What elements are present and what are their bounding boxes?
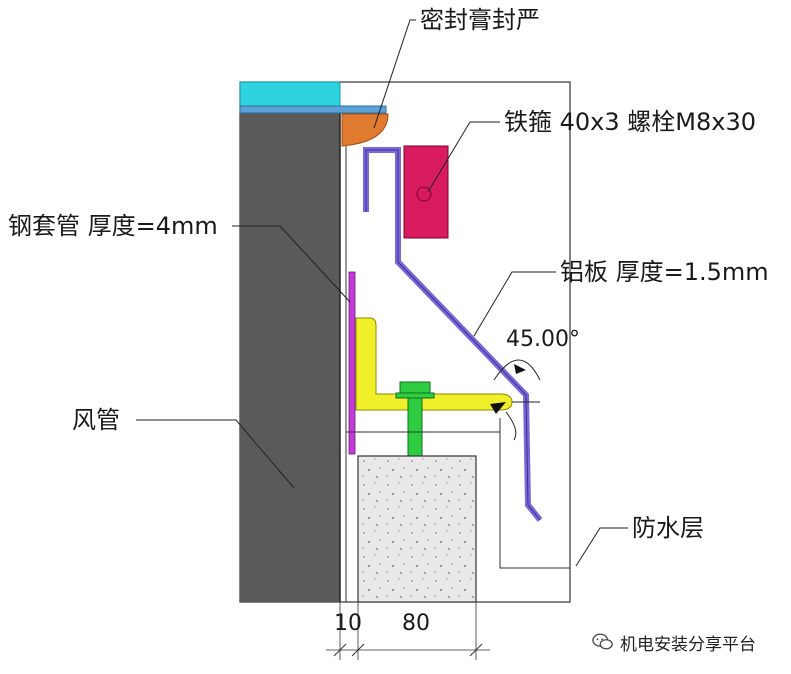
dim-tick-1 <box>333 643 347 657</box>
angle-arrow-upper <box>514 364 526 374</box>
wechat-icon <box>592 633 613 650</box>
label-waterproof: 防水层 <box>632 514 704 542</box>
label-angle: 45.00° <box>506 327 580 352</box>
dim-label-gap: 10 <box>334 611 362 636</box>
leader-sealant <box>373 19 416 129</box>
angle-arc-lower <box>505 411 517 441</box>
iron-hoop <box>403 145 449 239</box>
dim-label-curb: 80 <box>402 611 430 636</box>
anchor-bolt <box>407 397 423 457</box>
flashing-plate <box>239 105 387 114</box>
bolt-nut <box>399 381 431 395</box>
watermark: 机电安装分享平台 <box>592 628 782 656</box>
duct-wall <box>240 110 340 602</box>
hoop-bolt-mark <box>416 186 432 202</box>
angle-bracket <box>355 317 513 411</box>
aluminum-plate-outline <box>365 149 541 521</box>
steel-sleeve <box>348 271 356 455</box>
dim-tick-2 <box>351 643 365 657</box>
bolt-washer <box>395 392 435 399</box>
label-duct: 风管 <box>72 406 120 434</box>
label-hoop-bolt: 铁箍 40x3 螺栓M8x30 <box>504 108 756 136</box>
label-aluminum-plate: 铝板 厚度=1.5mm <box>560 258 769 286</box>
leader-sleeve <box>232 225 351 303</box>
concrete-curb <box>357 455 477 603</box>
label-steel-sleeve: 钢套管 厚度=4mm <box>8 212 218 240</box>
leader-hoop <box>427 121 500 193</box>
label-sealant: 密封膏封严 <box>420 6 540 34</box>
leader-duct <box>136 419 295 489</box>
angle-arc <box>493 359 541 381</box>
leader-aluminum <box>473 271 556 337</box>
leader-waterproof <box>575 527 628 567</box>
waterproof-layer <box>346 431 570 569</box>
sealant-bead <box>341 113 389 147</box>
dim-tick-3 <box>469 643 483 657</box>
watermark-text: 机电安装分享平台 <box>620 634 756 655</box>
duct-cap <box>239 81 341 109</box>
angle-arrow-lower <box>490 402 506 414</box>
